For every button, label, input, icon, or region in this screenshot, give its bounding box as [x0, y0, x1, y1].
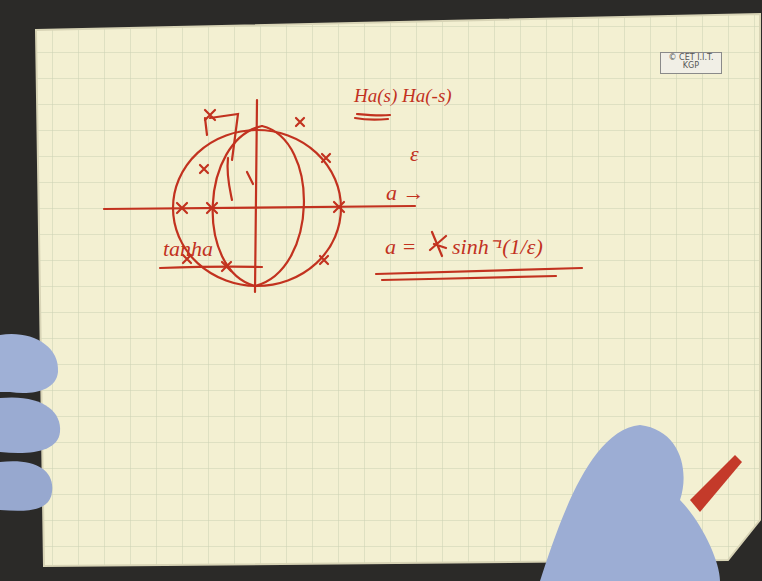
glove-hand: [0, 334, 58, 393]
function-note: tanha: [163, 238, 213, 260]
transfer-function-note: Ha(s) Ha(-s): [354, 86, 452, 105]
parameter-note: a →: [386, 182, 425, 204]
marker-pen: [690, 455, 742, 512]
equation-part: sinh⁻¹(1/ε): [452, 236, 543, 258]
equation-part: a =: [385, 236, 416, 258]
glove-hand: [0, 397, 60, 453]
pole-plot: [104, 100, 582, 292]
glove-hand: [0, 461, 52, 511]
watermark-box: © CET I.I.T. KGP: [660, 52, 722, 74]
watermark-text: © CET I.I.T. KGP: [665, 54, 717, 71]
epsilon-symbol: ε: [410, 143, 419, 165]
